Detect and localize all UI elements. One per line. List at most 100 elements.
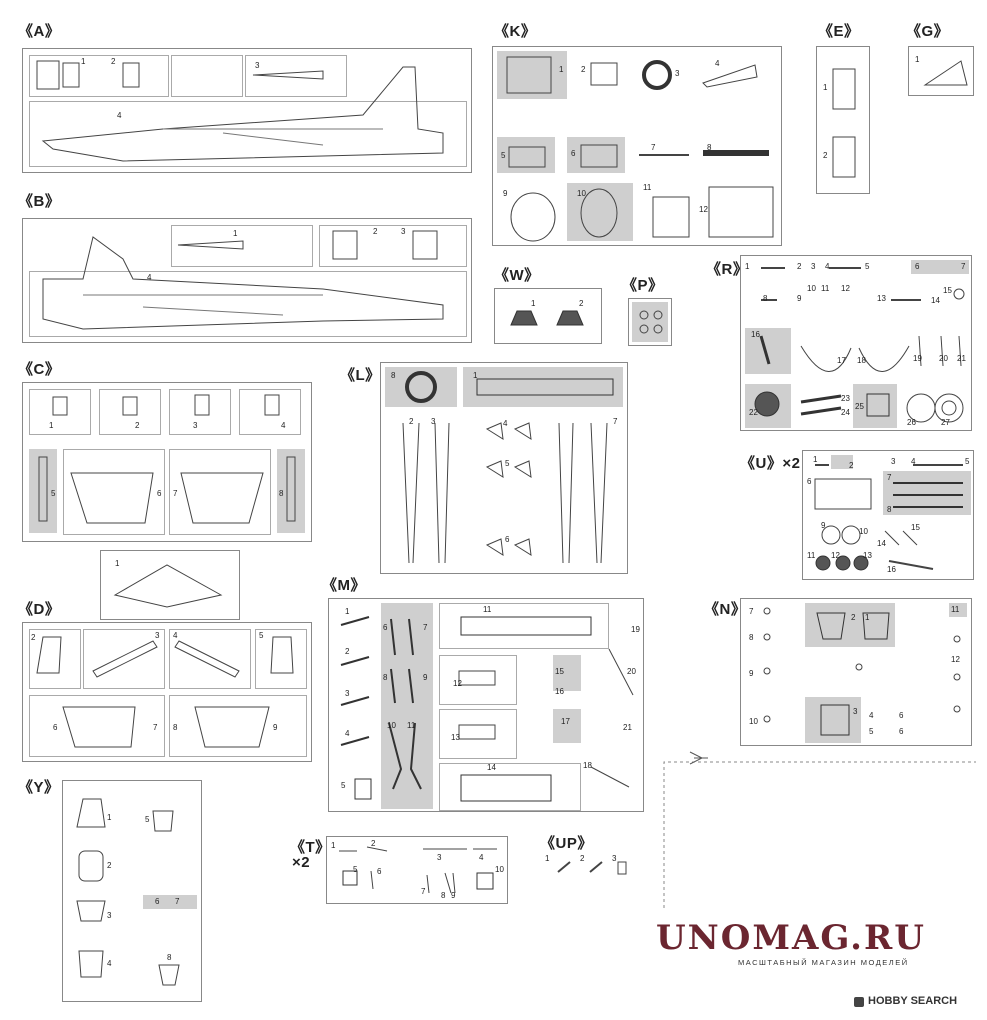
- part-r2: 2: [797, 262, 802, 271]
- part-d7: 7: [153, 723, 158, 732]
- part-m15: 15: [555, 667, 564, 676]
- part-u1: 1: [813, 455, 818, 464]
- sprue-up-label: 《UP》: [540, 835, 593, 852]
- part-r11: 11: [821, 284, 830, 293]
- part-up1: 1: [545, 854, 550, 863]
- sprue-a-parts: [36, 60, 444, 162]
- part-m12: 12: [453, 679, 462, 688]
- part-y4: 4: [107, 959, 112, 968]
- sprue-t: 1 2 3 4 5 6 7 8 9 10: [326, 836, 508, 904]
- part-b2: 2: [373, 227, 378, 236]
- part-r15: 15: [943, 286, 952, 295]
- part-r19: 19: [913, 354, 922, 363]
- sprue-c-label: 《C》: [18, 361, 61, 378]
- sprue-y-label: 《Y》: [18, 779, 60, 796]
- part-r9: 9: [797, 294, 802, 303]
- part-k7: 7: [651, 143, 656, 152]
- sprue-u-label: 《U》×2: [740, 455, 801, 472]
- part-l3: 3: [431, 417, 436, 426]
- part-r14: 14: [931, 296, 940, 305]
- sprue-c: 1 2 3 4 5 6 7 8: [22, 382, 312, 542]
- part-u10: 10: [859, 527, 868, 536]
- part-u9: 9: [821, 521, 826, 530]
- part-m3: 3: [345, 689, 350, 698]
- part-k4: 4: [715, 59, 720, 68]
- part-m1: 1: [345, 607, 350, 616]
- part-t3: 3: [437, 853, 442, 862]
- sprue-e-label: 《E》: [818, 23, 860, 40]
- part-l6: 6: [505, 535, 510, 544]
- part-d1: 1: [115, 559, 120, 568]
- sprue-p: [628, 298, 672, 346]
- sprue-k-label: 《K》: [494, 23, 537, 40]
- part-k3: 3: [675, 69, 680, 78]
- part-r10: 10: [807, 284, 816, 293]
- part-k9: 9: [503, 189, 508, 198]
- part-u4: 4: [911, 457, 916, 466]
- sprue-l-label: 《L》: [340, 367, 381, 384]
- part-t5: 5: [353, 865, 358, 874]
- part-r25: 25: [855, 402, 864, 411]
- part-a4: 4: [117, 111, 122, 120]
- sprue-r: 1 2 3 4 5 6 7 8 9 10 11 12 13 14 15 16 1…: [740, 255, 972, 431]
- part-n8: 8: [749, 633, 754, 642]
- part-u6: 6: [807, 477, 812, 486]
- part-u12: 12: [831, 551, 840, 560]
- part-l4: 4: [503, 419, 508, 428]
- sprue-l-parts: [402, 371, 614, 564]
- part-t4: 4: [479, 853, 484, 862]
- sprue-g: 1: [908, 46, 974, 96]
- part-a2: 2: [111, 57, 116, 66]
- part-y7: 7: [175, 897, 180, 906]
- sprue-m-parts: [340, 616, 634, 802]
- sprue-t-label: 《T》: [290, 839, 331, 856]
- part-n11: 11: [951, 605, 960, 614]
- part-up3: 3: [612, 854, 617, 863]
- part-k1: 1: [559, 65, 564, 74]
- part-m19: 19: [631, 625, 640, 634]
- part-a3: 3: [255, 61, 260, 70]
- part-t2: 2: [371, 839, 376, 848]
- part-r13: 13: [877, 294, 886, 303]
- part-t9: 9: [451, 891, 456, 900]
- part-u2: 2: [849, 461, 854, 470]
- part-d6: 6: [53, 723, 58, 732]
- sprue-w-label: 《W》: [494, 267, 540, 284]
- part-a1: 1: [81, 57, 86, 66]
- part-r16: 16: [751, 330, 760, 339]
- store-watermark-subtitle: МАСШТАБНЫЙ МАГАЗИН МОДЕЛЕЙ: [738, 958, 909, 967]
- part-n10: 10: [749, 717, 758, 726]
- part-n9: 9: [749, 669, 754, 678]
- hobby-search-logo-icon: [854, 997, 864, 1007]
- part-m9: 9: [423, 673, 428, 682]
- sprue-a: 1 2 3 4: [22, 48, 472, 173]
- part-m8: 8: [383, 673, 388, 682]
- part-m7: 7: [423, 623, 428, 632]
- part-g1: 1: [915, 55, 920, 64]
- sprue-y-parts: [76, 798, 180, 986]
- part-r20: 20: [939, 354, 948, 363]
- part-t6: 6: [377, 867, 382, 876]
- sprue-b-label: 《B》: [18, 193, 61, 210]
- sprue-m: 1 2 3 4 5 6 7 8 9 10 11 11 12 13 14 15 1…: [328, 598, 644, 812]
- sprue-c-parts: [38, 394, 296, 524]
- sprue-w: 1 2: [494, 288, 602, 344]
- part-n1: 1: [865, 613, 870, 622]
- part-k10: 10: [577, 189, 586, 198]
- part-c1: 1: [49, 421, 54, 430]
- sprue-d-top: 1: [100, 550, 240, 620]
- part-n7: 7: [749, 607, 754, 616]
- part-w1: 1: [531, 299, 536, 308]
- part-r7: 7: [961, 262, 966, 271]
- part-c8: 8: [279, 489, 284, 498]
- part-r22: 22: [749, 408, 758, 417]
- part-n4: 4: [869, 711, 874, 720]
- part-l8: 8: [391, 371, 396, 380]
- part-m6: 6: [383, 623, 388, 632]
- sprue-r-parts: [754, 267, 965, 423]
- part-y3: 3: [107, 911, 112, 920]
- part-m16: 16: [555, 687, 564, 696]
- part-y2: 2: [107, 861, 112, 870]
- part-l7: 7: [613, 417, 618, 426]
